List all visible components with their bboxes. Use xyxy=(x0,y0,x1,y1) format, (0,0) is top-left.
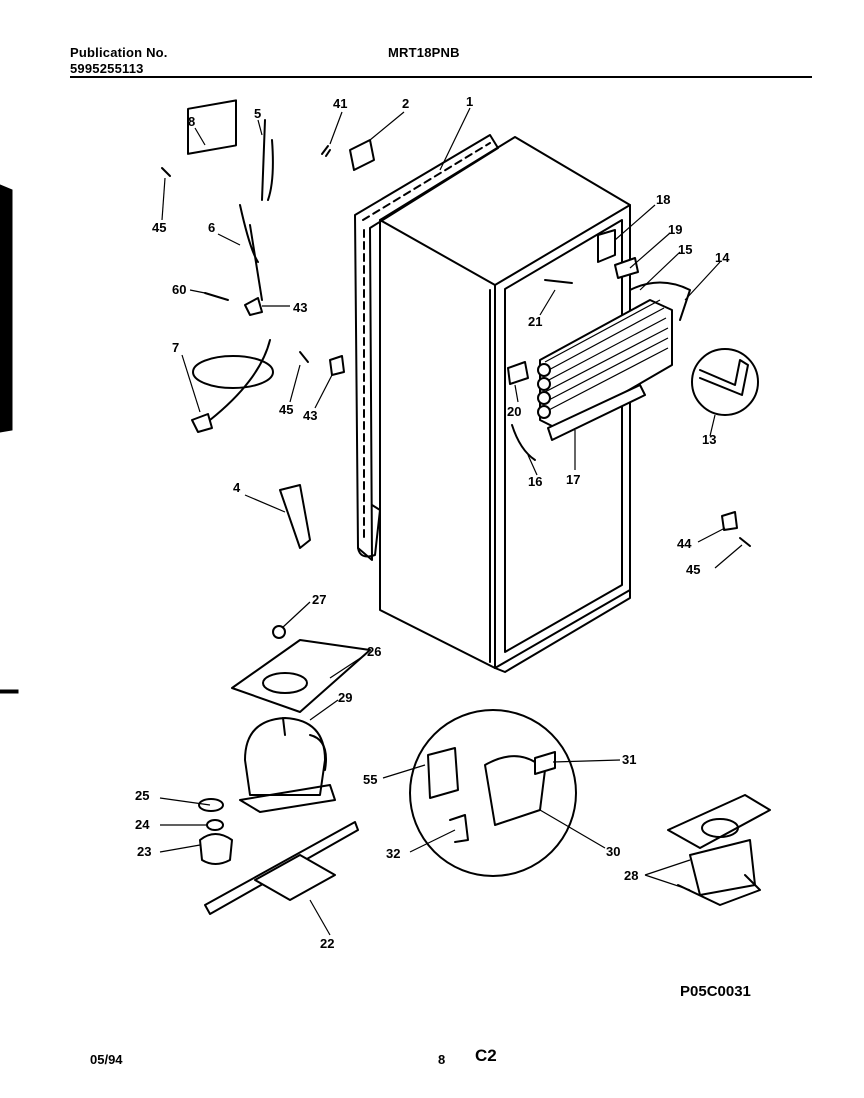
publication-number: 5995255113 xyxy=(70,61,144,76)
callout-19: 19 xyxy=(668,222,682,237)
part-43-clip-b xyxy=(329,355,345,376)
callout-32: 32 xyxy=(386,846,400,861)
evaporator xyxy=(537,281,691,441)
part-55-relay xyxy=(427,747,459,799)
callout-25: 25 xyxy=(135,788,149,803)
footer-date: 05/94 xyxy=(90,1052,123,1067)
callout-27: 27 xyxy=(312,592,326,607)
part-23-mount xyxy=(199,833,233,865)
callout-30: 30 xyxy=(606,844,620,859)
part-29-compressor xyxy=(239,717,336,813)
callout-23: 23 xyxy=(137,844,151,859)
part-7-cord-coil xyxy=(192,355,274,389)
callout-45-a: 45 xyxy=(152,220,166,235)
callout-15: 15 xyxy=(678,242,692,257)
part-45-screw-c xyxy=(739,537,751,547)
part-60-screw xyxy=(204,292,229,301)
part-19-clip xyxy=(614,257,639,279)
part-21-screw xyxy=(544,279,573,284)
part-41-screw xyxy=(321,145,331,157)
callout-16: 16 xyxy=(528,474,542,489)
part-2-bracket xyxy=(349,139,375,171)
callout-7: 7 xyxy=(172,340,179,355)
callout-13: 13 xyxy=(702,432,716,447)
callout-43-b: 43 xyxy=(303,408,317,423)
part-16-tube xyxy=(511,424,536,461)
callout-8: 8 xyxy=(188,114,195,129)
part-4-bracket xyxy=(279,484,311,549)
part-7-cord xyxy=(194,339,271,426)
part-32-clip xyxy=(449,814,469,843)
publication-label: Publication No. xyxy=(70,45,168,60)
part-45-screw-a xyxy=(161,167,171,177)
part-7-plug xyxy=(191,413,213,433)
header-rule xyxy=(70,76,812,78)
condenser-coil xyxy=(354,134,499,561)
callout-18: 18 xyxy=(656,192,670,207)
callout-31: 31 xyxy=(622,752,636,767)
part-45-screw-b xyxy=(299,351,309,363)
scan-edge-mark xyxy=(0,184,13,433)
model-number: MRT18PNB xyxy=(388,45,460,60)
leader-lines xyxy=(159,107,743,936)
part-6-harness xyxy=(239,204,263,301)
callout-43-a: 43 xyxy=(293,300,307,315)
callout-26: 26 xyxy=(367,644,381,659)
callout-labels: 1 2 41 8 5 45 6 60 43 7 45 43 18 19 15 1… xyxy=(135,94,730,951)
callout-45-b: 45 xyxy=(279,402,293,417)
callout-4: 4 xyxy=(233,480,241,495)
callout-1: 1 xyxy=(466,94,473,109)
callout-60: 60 xyxy=(172,282,186,297)
callout-22: 22 xyxy=(320,936,334,951)
callout-55: 55 xyxy=(363,772,377,787)
part-22-base-plate xyxy=(254,854,336,901)
part-30-starter xyxy=(484,755,546,826)
callout-17: 17 xyxy=(566,472,580,487)
footer-page-number: 8 xyxy=(438,1052,446,1067)
thermostat-bracket xyxy=(699,359,749,396)
callout-6: 6 xyxy=(208,220,215,235)
callout-29: 29 xyxy=(338,690,352,705)
callout-44: 44 xyxy=(677,536,692,551)
callout-45-c: 45 xyxy=(686,562,700,577)
callout-2: 2 xyxy=(402,96,409,111)
callout-41: 41 xyxy=(333,96,347,111)
footer-section: C2 xyxy=(475,1046,497,1065)
part-44-clip xyxy=(721,511,738,531)
part-28-compressor-assembly xyxy=(667,794,771,906)
part-31-cover xyxy=(534,751,556,775)
callout-21: 21 xyxy=(528,314,542,329)
diagram-code: P05C0031 xyxy=(680,983,751,1000)
part-25-sleeve xyxy=(198,798,224,812)
part-5-wire xyxy=(261,119,274,201)
part-24-grommet xyxy=(206,819,224,831)
callout-14: 14 xyxy=(715,250,730,265)
part-18-box xyxy=(597,229,616,263)
part-27-grommet xyxy=(272,625,286,639)
refrigerator-cabinet xyxy=(379,136,631,673)
part-8-cover xyxy=(187,99,237,155)
part-43-clip-a xyxy=(244,297,263,316)
part-20-clip xyxy=(507,361,529,385)
callout-24: 24 xyxy=(135,817,150,832)
callout-28: 28 xyxy=(624,868,638,883)
callout-20: 20 xyxy=(507,404,521,419)
detail-circle-13 xyxy=(691,348,759,416)
callout-5: 5 xyxy=(254,106,261,121)
scan-edge-tick xyxy=(0,689,19,694)
